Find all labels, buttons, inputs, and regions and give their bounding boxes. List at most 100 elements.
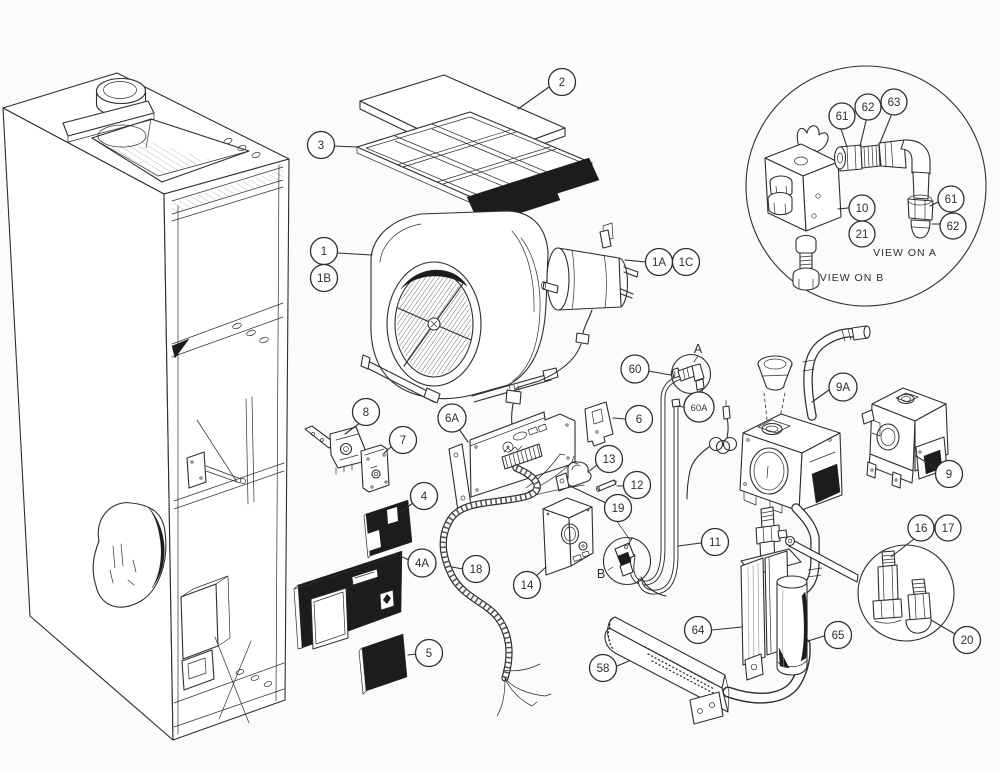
callout-62b: 62 [939,212,967,240]
blower-assembly [360,210,559,404]
svg-text:4: 4 [421,491,428,503]
callout-58: 58 [588,653,618,683]
svg-text:1: 1 [321,246,327,258]
svg-text:62: 62 [947,221,960,233]
view-detail-circle [745,65,987,307]
view-on-b-label: VIEW ON B [820,272,884,284]
panel-4 [363,499,413,559]
svg-text:9: 9 [946,469,952,481]
callout-18: 18 [461,554,491,584]
svg-text:58: 58 [597,663,610,675]
svg-text:60A: 60A [691,403,709,414]
svg-text:5: 5 [426,648,432,660]
svg-text:13: 13 [603,454,616,466]
detail-circle-a [670,353,712,395]
callout-63: 63 [880,88,908,116]
svg-text:17: 17 [942,523,955,535]
svg-text:8: 8 [363,407,369,419]
callout-6a: 6A [437,403,467,433]
micro-switch [555,472,570,492]
side-access-hole [92,502,167,608]
callout-7: 7 [388,425,418,455]
callout-6: 6 [624,404,654,434]
svg-text:3: 3 [318,140,324,152]
svg-text:21: 21 [856,229,869,241]
callout-10: 10 [848,194,876,222]
callout-3: 3 [306,130,336,160]
callout-9: 9 [934,459,964,489]
gas-valve-9a [739,325,871,598]
svg-text:19: 19 [612,503,625,515]
fitting-62 [860,144,881,169]
svg-text:1C: 1C [679,257,694,269]
wiring-plug [505,389,522,405]
svg-text:11: 11 [709,537,721,549]
svg-text:12: 12 [631,480,644,492]
callout-9a: 9A [828,372,858,402]
svg-text:60: 60 [629,364,642,376]
callout-16: 16 [907,514,935,542]
callout-1: 1 [309,236,339,266]
svg-text:10: 10 [856,203,869,215]
callout-1c: 1C [671,247,701,277]
callout-13: 13 [594,444,624,474]
canister [776,575,808,676]
pilot-tubing [629,374,738,597]
limit-control [304,425,367,475]
switch-cover [360,444,390,493]
callout-12: 12 [622,470,652,500]
svg-text:1B: 1B [317,273,331,285]
callout-64: 64 [683,615,713,645]
callout-2: 2 [547,67,577,97]
svg-text:63: 63 [888,97,901,109]
detail-circle-b [602,519,652,586]
main-burner [604,616,730,725]
callout-8: 8 [351,397,381,427]
svg-text:64: 64 [692,625,705,637]
control-box [542,497,594,576]
gas-valve-9 [861,387,949,489]
callout-1b: 1B [309,263,339,293]
svg-text:62: 62 [862,102,875,114]
callout-62a: 62 [854,93,882,121]
callout-65: 65 [823,620,853,650]
svg-text:16: 16 [915,523,928,535]
callout-60a: 60A [683,391,715,423]
wiring-loom [439,453,585,717]
callout-19: 19 [603,493,633,523]
callout-14: 14 [512,570,542,600]
motor-shaft [542,281,559,294]
callout-61b: 61 [937,185,965,213]
callout-4: 4 [409,481,439,511]
leader-lines [333,86,956,667]
svg-text:2: 2 [559,77,565,89]
panel-5 [358,633,408,695]
svg-text:7: 7 [400,435,406,447]
orifice-detail-circle [857,544,955,642]
blower-motor [505,229,639,432]
svg-text:61: 61 [945,194,958,206]
svg-text:6: 6 [636,414,642,426]
mounting-bracket [584,401,614,447]
callout-1a: 1A [644,247,674,277]
callout-17: 17 [934,514,962,542]
control-panel [448,411,576,512]
svg-text:14: 14 [521,580,534,592]
view-on-a-label: VIEW ON A [873,247,937,259]
svg-text:18: 18 [470,564,483,576]
blower-door-panel [293,550,403,650]
svg-text:9A: 9A [836,382,850,394]
furnace-casing [2,72,290,741]
callout-5: 5 [414,638,444,668]
callout-20: 20 [952,625,982,655]
svg-text:1A: 1A [652,257,666,269]
callout-4a: 4A [407,548,437,578]
svg-text:4A: 4A [415,558,429,570]
svg-text:6A: 6A [445,413,459,425]
marker-a: A [694,342,703,356]
marker-b: B [597,567,605,581]
svg-text:20: 20 [961,635,974,647]
svg-text:65: 65 [832,630,845,642]
